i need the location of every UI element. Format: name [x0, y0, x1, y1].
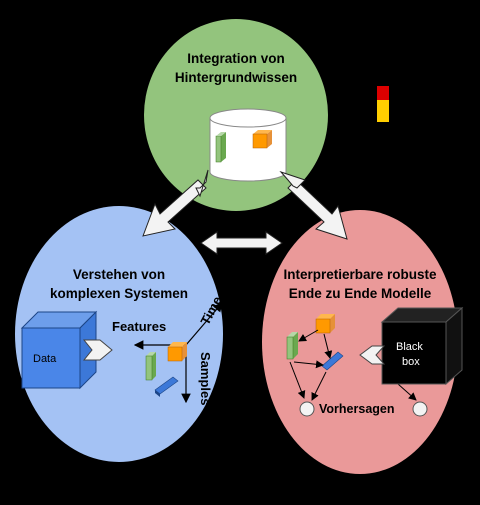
prediction-node-right	[412, 401, 428, 417]
samples-label: Samples	[198, 352, 213, 405]
circle-complex-systems	[15, 206, 223, 462]
top-title-line2: Hintergrundwissen	[175, 70, 297, 85]
time-axis	[185, 302, 223, 346]
arrow-top-left	[142, 169, 209, 237]
data-chevron-icon	[82, 339, 113, 361]
data-label: Data	[33, 353, 57, 365]
orange-cube-icon	[167, 342, 187, 362]
data-cube-icon	[20, 310, 98, 390]
right-title-line2: Ende zu Ende Modelle	[289, 286, 432, 301]
left-title-line1: Verstehen von	[73, 267, 165, 282]
model-graph-edges	[289, 329, 417, 401]
german-flag-icon	[377, 72, 389, 122]
blackbox-chevron-icon	[359, 345, 386, 365]
right-title-line1: Interpretierbare robuste	[283, 267, 437, 282]
black-box-label-line1: Black	[396, 341, 423, 353]
predictions-label: Vorhersagen	[319, 402, 395, 416]
arrow-left-right	[200, 231, 283, 255]
right-blue-bar-icon	[321, 351, 344, 371]
right-orange-cube-icon	[315, 314, 335, 334]
blue-bar-icon	[154, 376, 179, 397]
database-icon	[209, 108, 287, 182]
prediction-node-left	[299, 401, 315, 417]
green-bar-icon	[145, 352, 156, 381]
right-green-bar-icon	[286, 332, 298, 360]
top-title-line1: Integration von	[187, 51, 285, 66]
features-label: Features	[112, 319, 166, 334]
black-box-label-line2: box	[402, 356, 420, 368]
arrow-top-right	[279, 170, 348, 240]
black-box-icon	[380, 306, 464, 386]
left-title-line2: komplexen Systemen	[50, 286, 188, 301]
